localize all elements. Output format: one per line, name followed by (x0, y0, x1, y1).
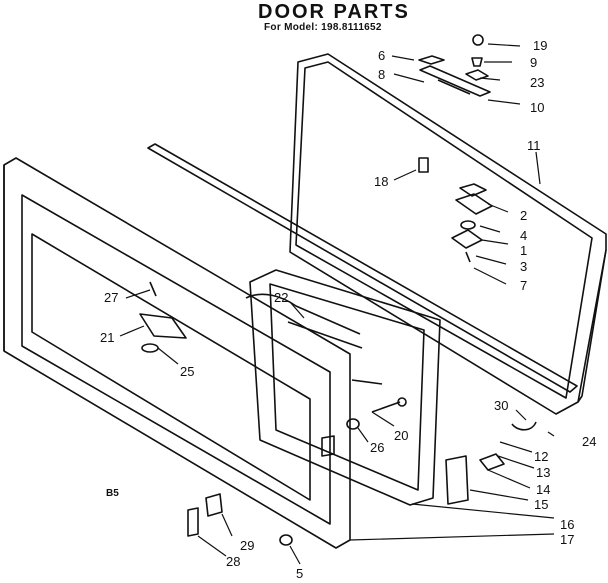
callout-19: 19 (533, 38, 547, 53)
callout-1: 1 (520, 243, 527, 258)
inner-door-panel (3, 157, 351, 549)
callout-3: 3 (520, 259, 527, 274)
callout-11: 11 (527, 138, 541, 153)
callout-29: 29 (240, 538, 254, 553)
callout-23: 23 (530, 75, 544, 90)
callout-25: 25 (180, 364, 194, 379)
hardware-parts (139, 34, 537, 546)
callout-12: 12 (534, 449, 548, 464)
callout-2: 2 (520, 208, 527, 223)
callout-4: 4 (520, 228, 527, 243)
callout-labels: 19 9 6 8 23 10 11 18 2 4 1 3 7 22 27 21 … (100, 38, 596, 581)
callout-13: 13 (536, 465, 550, 480)
window-frame (249, 269, 441, 506)
callout-26: 26 (370, 440, 384, 455)
callout-21: 21 (100, 330, 114, 345)
diagram-code: B5 (106, 488, 119, 499)
callout-15: 15 (534, 497, 548, 512)
model-number: For Model: 198.8111652 (264, 22, 382, 33)
door-outer-frame (289, 53, 607, 415)
callout-9: 9 (530, 55, 537, 70)
diagram-title: DOOR PARTS (258, 1, 410, 23)
callout-7: 7 (520, 278, 527, 293)
leader-lines (119, 43, 555, 565)
callout-24: 24 (582, 434, 596, 449)
callout-14: 14 (536, 482, 550, 497)
callout-6: 6 (378, 48, 385, 63)
door-gasket-strip (147, 143, 578, 393)
callout-16: 16 (560, 517, 574, 532)
callout-17: 17 (560, 532, 574, 547)
callout-22: 22 (274, 290, 288, 305)
callout-30: 30 (494, 398, 508, 413)
callout-10: 10 (530, 100, 544, 115)
callout-5: 5 (296, 566, 303, 581)
callout-20: 20 (394, 428, 408, 443)
callout-18: 18 (374, 174, 388, 189)
callout-8: 8 (378, 67, 385, 82)
callout-28: 28 (226, 554, 240, 569)
callout-27: 27 (104, 290, 118, 305)
